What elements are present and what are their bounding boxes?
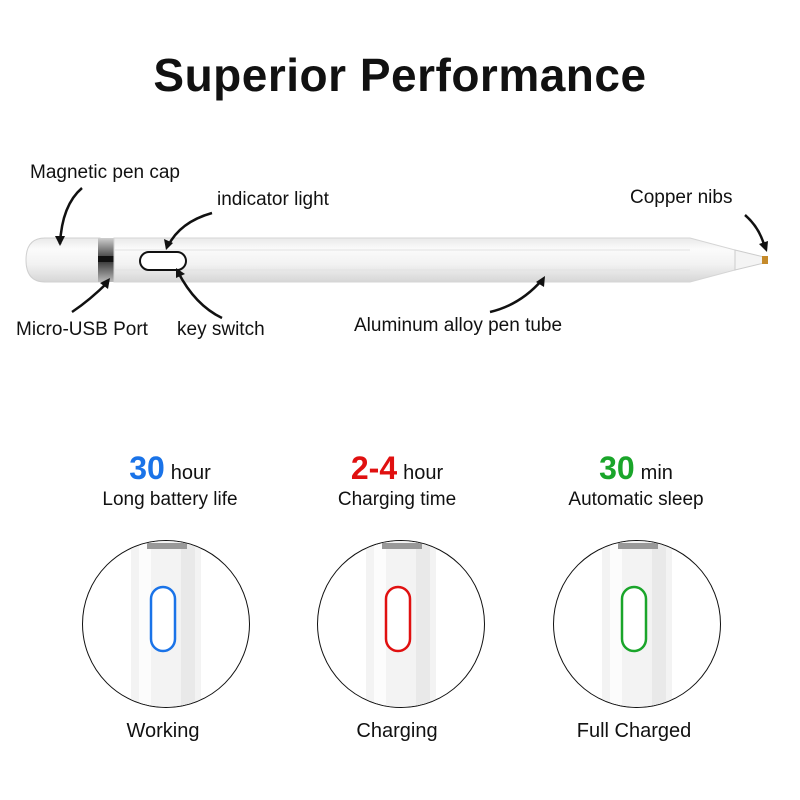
- stat-value: 2-4: [350, 450, 398, 486]
- stat-desc: Automatic sleep: [568, 489, 704, 510]
- page-title: Superior Performance: [153, 49, 647, 101]
- stylus-pen-illustration: [25, 187, 768, 320]
- indicator-light-red: [384, 585, 412, 653]
- callout-pen-tube: Aluminum alloy pen tube: [354, 315, 563, 336]
- caption-charging: Charging: [356, 720, 438, 742]
- callout-indicator-light: indicator light: [217, 189, 329, 210]
- indicator-light-green: [620, 585, 648, 653]
- stat-unit: hour: [403, 462, 444, 484]
- stat-desc: Charging time: [337, 489, 457, 510]
- stat-value: 30: [599, 450, 635, 486]
- stat-unit: hour: [170, 462, 211, 484]
- callout-magnetic-cap: Magnetic pen cap: [30, 162, 180, 183]
- indicator-full-zoom: [553, 540, 721, 708]
- caption-full-charged: Full Charged: [576, 720, 692, 742]
- stat-value: 30: [129, 450, 165, 486]
- stat-unit: min: [640, 462, 673, 484]
- stat-desc: Long battery life: [102, 489, 238, 510]
- caption-working: Working: [126, 720, 200, 742]
- callout-key-switch: key switch: [177, 319, 265, 340]
- callout-copper-nibs: Copper nibs: [630, 187, 733, 208]
- indicator-charging-zoom: [317, 540, 485, 708]
- callout-micro-usb: Micro-USB Port: [16, 319, 148, 340]
- indicator-light-blue: [149, 585, 177, 653]
- indicator-working-zoom: [82, 540, 250, 708]
